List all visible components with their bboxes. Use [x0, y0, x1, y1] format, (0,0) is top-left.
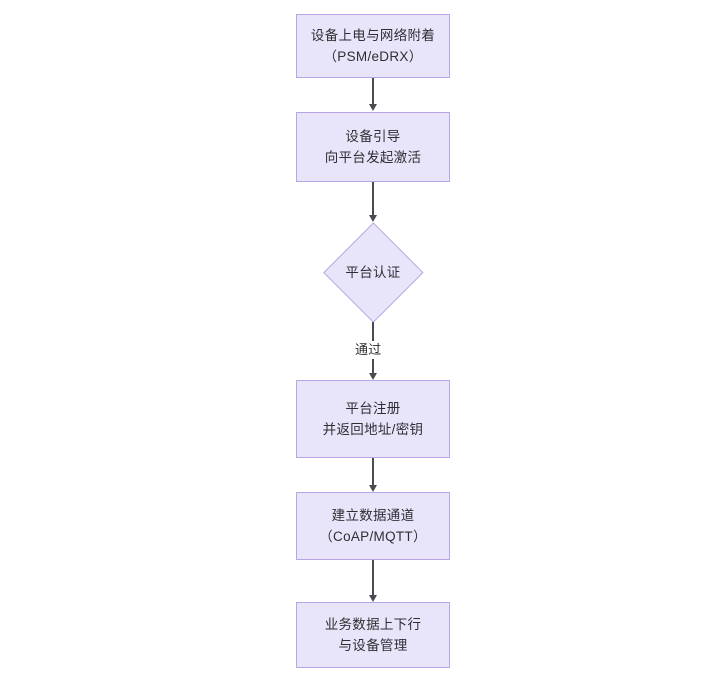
edge-4-arrowhead [368, 485, 377, 492]
node-power-on[interactable]: 设备上电与网络附着 （PSM/eDRX） [296, 14, 450, 78]
edge-5-arrowhead [368, 595, 377, 602]
edge-2-arrowhead [368, 215, 377, 222]
edge-5-line [372, 560, 374, 596]
edge-1-line [372, 78, 374, 105]
node-data-channel-line-1: 建立数据通道 [331, 508, 415, 523]
node-platform-register-line-2: 并返回地址/密钥 [322, 422, 424, 437]
node-data-channel[interactable]: 建立数据通道 （CoAP/MQTT） [296, 492, 450, 560]
node-bootstrap-line-2: 向平台发起激活 [324, 150, 422, 165]
node-power-on-line-1: 设备上电与网络附着 [310, 28, 436, 43]
node-bootstrap[interactable]: 设备引导 向平台发起激活 [296, 112, 450, 182]
edge-1-arrowhead [368, 104, 377, 111]
node-platform-auth[interactable]: 平台认证 [323, 222, 423, 322]
node-platform-register-line-1: 平台注册 [345, 401, 401, 416]
node-platform-auth-label: 平台认证 [345, 264, 401, 280]
edge-3-arrowhead [368, 373, 377, 380]
node-bootstrap-line-1: 设备引导 [345, 129, 401, 144]
node-platform-register[interactable]: 平台注册 并返回地址/密钥 [296, 380, 450, 458]
edge-4-line [372, 458, 374, 486]
node-power-on-line-2: （PSM/eDRX） [323, 49, 423, 64]
edge-2-line [372, 182, 374, 217]
edge-3-label: 通过 [353, 341, 384, 359]
node-business-data-line-1: 业务数据上下行 [324, 617, 422, 632]
node-business-data[interactable]: 业务数据上下行 与设备管理 [296, 602, 450, 668]
node-business-data-line-2: 与设备管理 [338, 638, 408, 653]
node-data-channel-line-2: （CoAP/MQTT） [319, 529, 427, 544]
